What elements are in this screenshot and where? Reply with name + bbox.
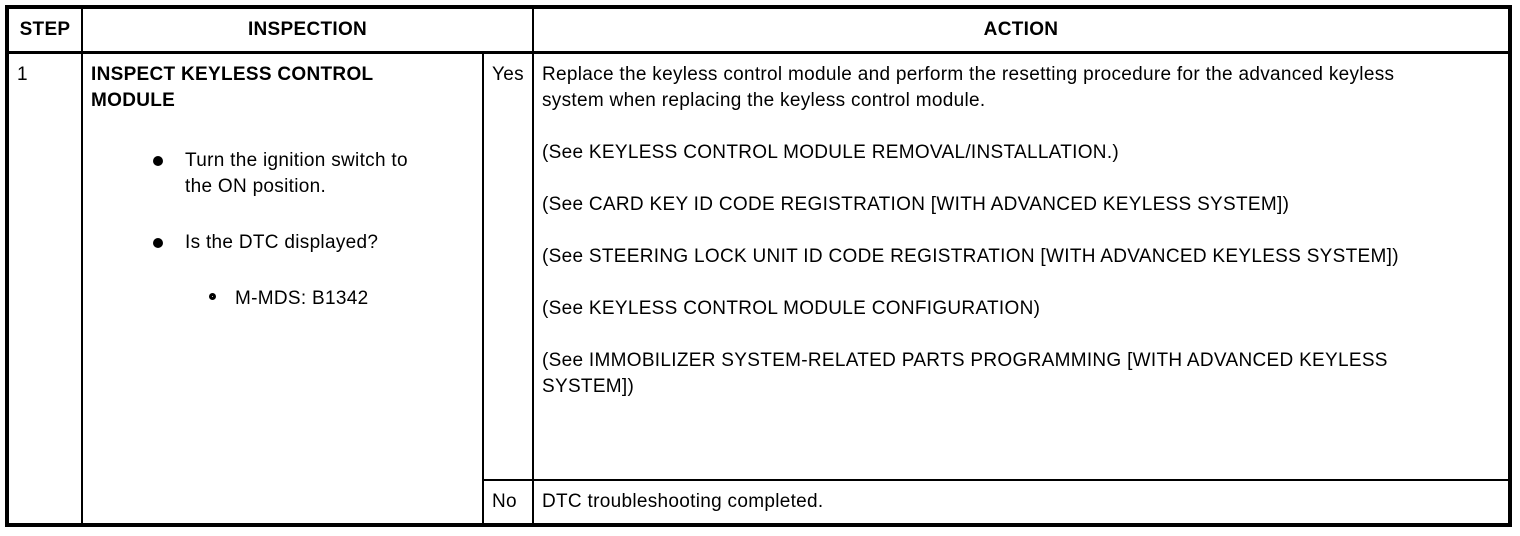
action-paragraph: (See CARD KEY ID CODE REGISTRATION [WITH… (542, 194, 1290, 215)
inspection-cell: INSPECT KEYLESS CONTROL MODULE Turn the … (81, 51, 484, 526)
list-item: Is the DTC displayed? (91, 230, 474, 256)
sub-bullet-text: M-MDS: B1342 (235, 288, 369, 309)
bullet-text: Turn the ignition switch to the ON posit… (185, 150, 408, 197)
sub-bullet-icon (209, 293, 216, 300)
table-row-yes: 1 INSPECT KEYLESS CONTROL MODULE Turn th… (6, 51, 1511, 526)
table-row-no: No DTC troubleshooting completed. (7, 479, 1511, 526)
bullet-icon (153, 238, 163, 248)
action-paragraph: (See KEYLESS CONTROL MODULE CONFIGURATIO… (542, 298, 1041, 319)
header-inspection: INSPECTION (81, 6, 534, 54)
action-paragraph: (See IMMOBILIZER SYSTEM-RELATED PARTS PR… (542, 350, 1388, 397)
yes-action-cell: Replace the keyless control module and p… (532, 51, 1511, 481)
step-number-cell: 1 (6, 51, 83, 526)
header-step: STEP (6, 6, 83, 54)
bullet-text: Is the DTC displayed? (185, 232, 379, 253)
action-paragraph: Replace the keyless control module and p… (542, 64, 1395, 111)
list-item: M-MDS: B1342 (91, 286, 474, 312)
inspection-title: INSPECT KEYLESS CONTROL MODULE (91, 64, 374, 111)
yes-label-cell: Yes (482, 51, 534, 481)
no-action-cell: DTC troubleshooting completed. (532, 479, 1511, 526)
list-item: Turn the ignition switch to the ON posit… (91, 148, 474, 200)
table-header-row: STEP INSPECTION ACTION (6, 6, 1511, 54)
no-label-cell: No (482, 479, 534, 526)
bullet-icon (153, 156, 163, 166)
header-action: ACTION (532, 6, 1511, 54)
inspection-bullet-list: Turn the ignition switch to the ON posit… (91, 148, 474, 312)
action-paragraph: (See STEERING LOCK UNIT ID CODE REGISTRA… (542, 246, 1399, 267)
action-paragraph: (See KEYLESS CONTROL MODULE REMOVAL/INST… (542, 142, 1120, 163)
troubleshooting-table: STEP INSPECTION ACTION 1 INSPECT KEYLESS… (5, 5, 1512, 527)
